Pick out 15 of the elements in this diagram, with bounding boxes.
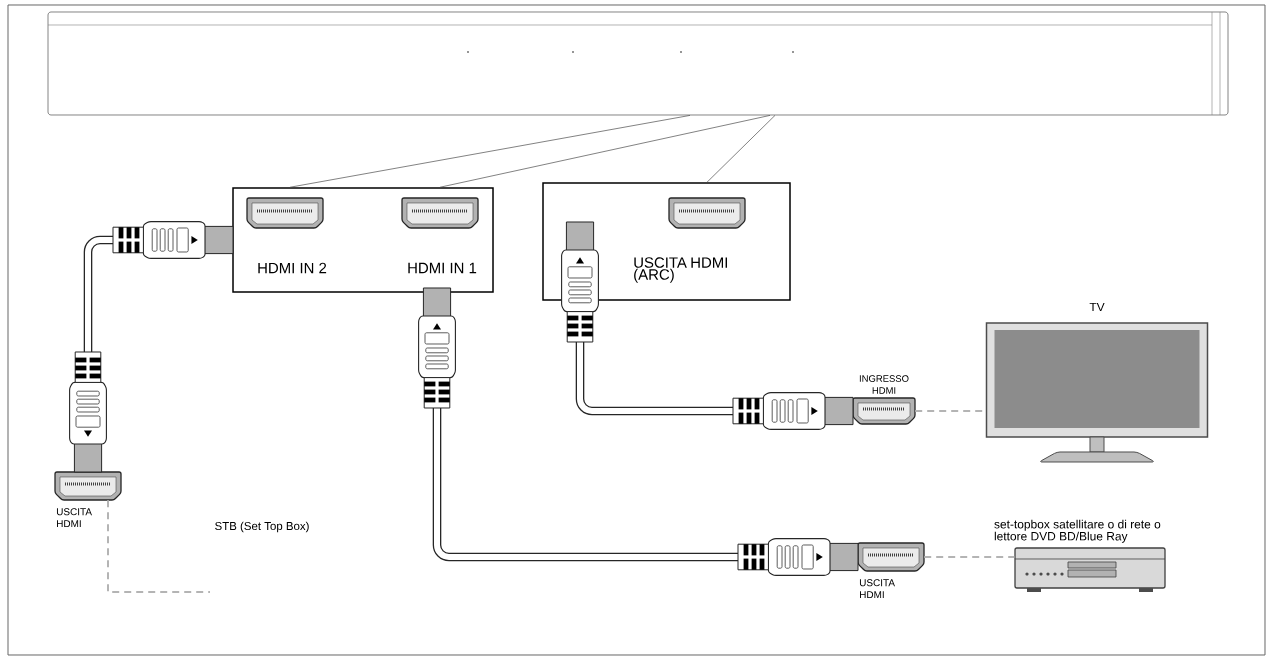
leader-line bbox=[439, 115, 771, 188]
port-label: INGRESSO HDMI bbox=[859, 375, 909, 394]
hdmi-cable bbox=[69, 221, 234, 473]
dashed-connection-line bbox=[923, 556, 1016, 558]
leader-line bbox=[706, 115, 776, 183]
soundbar-drawing bbox=[47, 11, 1229, 116]
device-label: STB (Set Top Box) bbox=[215, 521, 309, 533]
port-label: USCITA HDMI bbox=[859, 579, 895, 599]
leader-line bbox=[289, 115, 691, 188]
device-label: TV bbox=[1089, 302, 1105, 312]
device-label: set-topbox satellitare o di rete o lettore DVD BD/Blue Ray bbox=[994, 519, 1161, 543]
connector-panel: HDMI IN 2 HDMI IN 1 bbox=[232, 187, 494, 293]
hdmi-cable bbox=[561, 221, 854, 430]
port-label: USCITA HDMI bbox=[56, 508, 92, 528]
dashed-connection-line bbox=[107, 499, 211, 593]
